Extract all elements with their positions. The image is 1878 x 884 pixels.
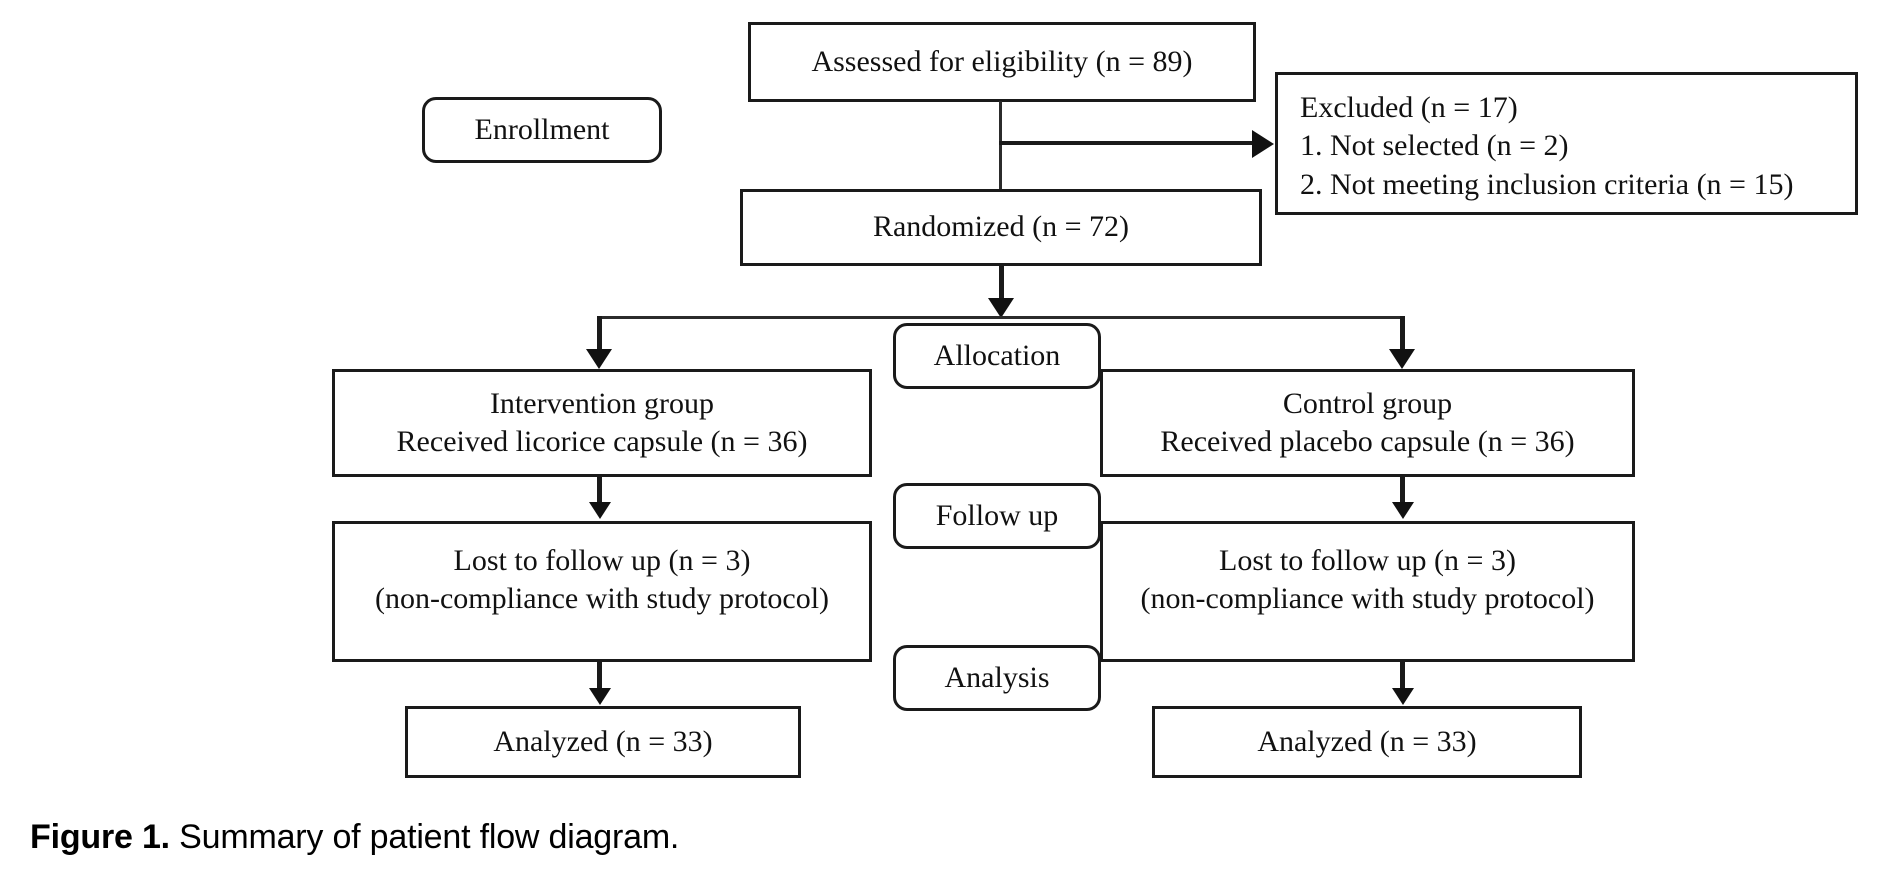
arrowhead-down-control-icon: [1389, 349, 1415, 369]
box-randomized: Randomized (n = 72): [740, 189, 1262, 266]
figure-caption-label: Figure 1.: [30, 818, 170, 856]
arrowhead-down-randomized-icon: [988, 298, 1014, 318]
box-intervention-line-2: Received licorice capsule (n = 36): [396, 425, 808, 458]
connector-intervention-to-lost: [597, 477, 602, 507]
box-excluded-item-2-text: Not meeting inclusion criteria (n = 15): [1330, 167, 1794, 201]
connector-lost-right-to-analyzed: [1400, 662, 1405, 694]
box-lost-right-line-2: (non-compliance with study protocol): [1140, 582, 1595, 616]
box-excluded-item-1-number: 1.: [1300, 129, 1323, 163]
box-lost-left-line-1: Lost to follow up (n = 3): [453, 544, 751, 577]
stage-label-analysis: Analysis: [893, 645, 1101, 711]
box-randomized-line-1: Randomized (n = 72): [872, 210, 1130, 244]
stage-label-allocation-text: Allocation: [933, 338, 1061, 372]
box-excluded: Excluded (n = 17) 1. Not selected (n = 2…: [1275, 72, 1858, 215]
box-excluded-item-1-text: Not selected (n = 2): [1330, 129, 1569, 163]
figure-caption-text: Summary of patient flow diagram.: [169, 818, 680, 856]
stage-label-enrollment: Enrollment: [422, 97, 662, 163]
box-intervention-line-1: Intervention group: [489, 386, 715, 420]
box-analyzed-right: Analyzed (n = 33): [1152, 706, 1582, 778]
box-analyzed-left-line-1: Analyzed (n = 33): [493, 724, 713, 758]
box-analyzed-right-line-1: Analyzed (n = 33): [1257, 724, 1477, 758]
stage-label-enrollment-text: Enrollment: [474, 112, 610, 146]
box-assessed-line-1: Assessed for eligibility (n = 89): [811, 44, 1193, 78]
box-excluded-item-1: 1. Not selected (n = 2): [1300, 127, 1569, 165]
arrowhead-down-lost-right-icon: [1392, 502, 1414, 519]
box-assessed-for-eligibility: Assessed for eligibility (n = 89): [748, 22, 1256, 102]
connector-assessed-to-excluded-line: [999, 141, 1254, 145]
connector-split-right-drop: [1400, 316, 1405, 356]
box-control-line-1: Control group: [1282, 386, 1453, 420]
connector-assessed-to-randomized: [999, 101, 1002, 190]
arrowhead-down-lost-left-icon: [589, 502, 611, 519]
box-excluded-title: Excluded (n = 17): [1300, 91, 1518, 124]
arrowhead-right-to-excluded-icon: [1252, 130, 1274, 158]
box-analyzed-left: Analyzed (n = 33): [405, 706, 801, 778]
connector-lost-left-to-analyzed: [597, 662, 602, 694]
box-excluded-item-2-number: 2.: [1300, 167, 1323, 201]
box-lost-to-follow-up-left: Lost to follow up (n = 3) (non-complianc…: [332, 521, 872, 662]
stage-label-follow-up: Follow up: [893, 483, 1101, 549]
box-intervention-group: Intervention group Received licorice cap…: [332, 369, 872, 477]
box-lost-left-line-2: (non-compliance with study protocol): [374, 582, 830, 616]
arrowhead-down-analyzed-left-icon: [589, 688, 611, 705]
connector-control-to-lost: [1400, 477, 1405, 507]
figure-caption: Figure 1. Summary of patient flow diagra…: [30, 818, 679, 857]
arrowhead-down-analyzed-right-icon: [1392, 688, 1414, 705]
connector-split-left-drop: [597, 316, 602, 356]
arrowhead-down-intervention-icon: [586, 349, 612, 369]
stage-label-follow-up-text: Follow up: [935, 498, 1059, 532]
stage-label-allocation: Allocation: [893, 323, 1101, 389]
connector-randomized-stem: [999, 266, 1004, 306]
stage-label-analysis-text: Analysis: [944, 660, 1050, 694]
box-control-line-2: Received placebo capsule (n = 36): [1160, 425, 1575, 458]
box-lost-right-line-1: Lost to follow up (n = 3): [1219, 544, 1516, 577]
box-control-group: Control group Received placebo capsule (…: [1100, 369, 1635, 477]
box-lost-to-follow-up-right: Lost to follow up (n = 3) (non-complianc…: [1100, 521, 1635, 662]
connector-allocation-split-bar: [597, 316, 1405, 319]
box-excluded-item-2: 2. Not meeting inclusion criteria (n = 1…: [1300, 166, 1793, 204]
